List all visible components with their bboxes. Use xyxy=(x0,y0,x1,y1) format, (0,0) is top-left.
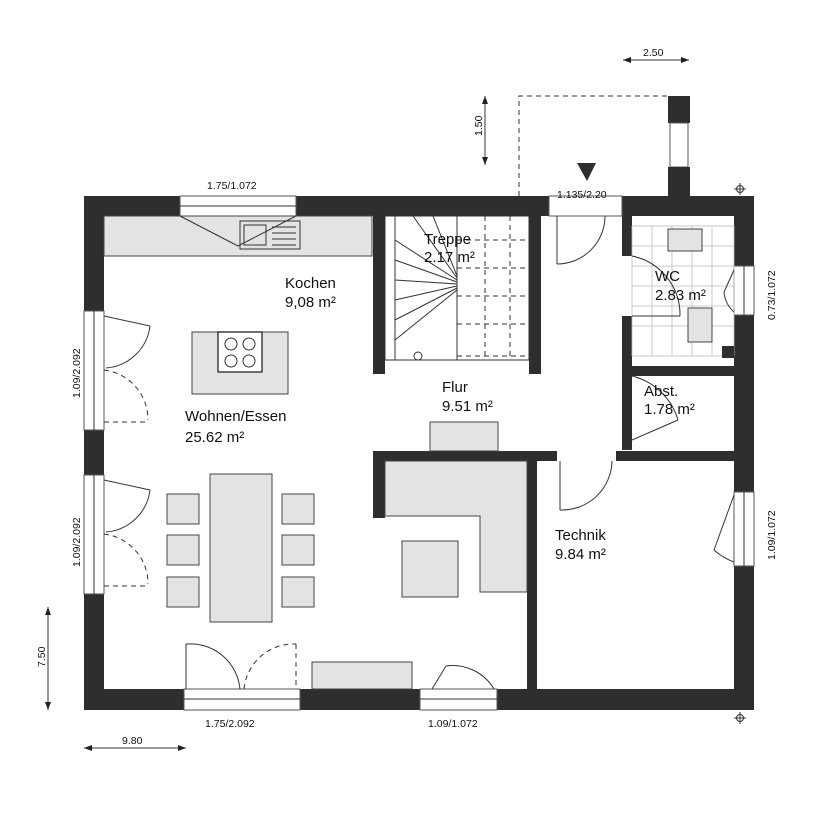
room-name-wohnen: Wohnen/Essen xyxy=(185,408,286,425)
sideboard xyxy=(311,661,413,690)
dining-table xyxy=(209,473,273,623)
dim-entrance-door: 1.135/2.20 xyxy=(557,189,607,201)
chair xyxy=(166,576,200,608)
room-name-abst: Abst. xyxy=(644,383,678,400)
dim-canopy-width: 2.50 xyxy=(643,47,664,59)
dim-bottom-window-right: 1.09/1.072 xyxy=(428,718,478,730)
dim-right-window-upper: 0.73/1.072 xyxy=(766,270,778,320)
chair xyxy=(281,534,315,566)
room-area-treppe: 2.17 m² xyxy=(424,249,475,266)
dimension-arrows xyxy=(45,57,689,751)
entrance-canopy xyxy=(518,95,668,196)
kitchen-island xyxy=(191,331,289,395)
dim-left-window-upper: 1.09/2.092 xyxy=(71,348,83,398)
washbasin xyxy=(667,228,703,252)
corner-markers xyxy=(734,183,746,724)
dim-overall-depth: 7.50 xyxy=(36,646,48,667)
toilet xyxy=(687,307,713,343)
chair xyxy=(166,493,200,525)
hall-bench xyxy=(429,421,499,452)
chair xyxy=(281,576,315,608)
entrance-door-frame xyxy=(548,195,623,217)
doors xyxy=(103,215,735,690)
room-area-abst: 1.78 m² xyxy=(644,401,695,418)
sofa xyxy=(384,460,528,593)
entrance-arrow-icon xyxy=(577,163,596,181)
dim-top-window: 1.75/1.072 xyxy=(207,180,257,192)
room-area-kochen: 9,08 m² xyxy=(285,294,336,311)
room-area-technik: 9.84 m² xyxy=(555,546,606,563)
room-area-wohnen: 25.62 m² xyxy=(185,429,244,446)
dim-bottom-window-left: 1.75/2.092 xyxy=(205,718,255,730)
room-area-wc: 2.83 m² xyxy=(655,287,706,304)
dim-left-window-lower: 1.09/2.092 xyxy=(71,517,83,567)
dim-right-window-lower: 1.09/1.072 xyxy=(766,510,778,560)
kitchen-counter xyxy=(103,215,373,257)
canopy-column xyxy=(668,96,690,197)
sink xyxy=(239,220,301,250)
staircase xyxy=(384,215,530,361)
chair xyxy=(281,493,315,525)
exterior-walls xyxy=(84,196,754,710)
chair xyxy=(166,534,200,566)
dining-set xyxy=(166,473,315,623)
room-area-flur: 9.51 m² xyxy=(442,398,493,415)
room-name-kochen: Kochen xyxy=(285,275,336,292)
cooktop xyxy=(217,331,263,373)
coffee-table xyxy=(401,540,459,598)
room-name-wc: WC xyxy=(655,268,680,285)
wc-fixtures xyxy=(631,225,735,358)
room-name-technik: Technik xyxy=(555,527,606,544)
dim-canopy-depth: 1.50 xyxy=(473,115,485,136)
dim-overall-width: 9.80 xyxy=(122,735,143,747)
room-name-flur: Flur xyxy=(442,379,468,396)
room-name-treppe: Treppe xyxy=(424,231,471,248)
interior-walls xyxy=(373,216,754,689)
